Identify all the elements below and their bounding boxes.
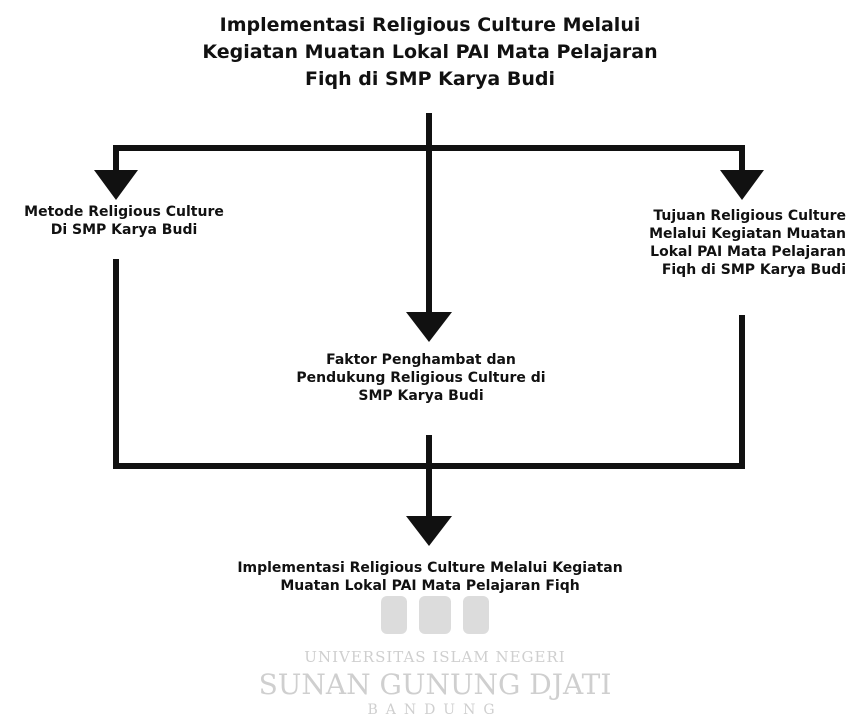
node-tujuan: Tujuan Religious Culture Melalui Kegiata… (600, 208, 846, 280)
node-result-line: Muatan Lokal PAI Mata Pelajaran Fiqh (280, 577, 580, 594)
node-result-line: Implementasi Religious Culture Melalui K… (237, 560, 623, 576)
arrow-left-node-icon (94, 170, 138, 200)
node-result: Implementasi Religious Culture Melalui K… (160, 560, 700, 596)
node-tujuan-line: Melalui Kegiatan Muatan (649, 225, 846, 242)
node-metode: Metode Religious Culture Di SMP Karya Bu… (4, 204, 244, 240)
node-faktor-line: SMP Karya Budi (358, 387, 484, 404)
arrow-middle-node-icon (406, 312, 452, 342)
node-tujuan-line: Fiqh di SMP Karya Budi (661, 261, 846, 278)
node-metode-line: Metode Religious Culture (24, 204, 224, 220)
node-top-title: Implementasi Religious Culture Melalui K… (150, 12, 710, 93)
arrow-bottom-node-icon (406, 516, 452, 546)
node-tujuan-line: Tujuan Religious Culture (653, 208, 846, 224)
arrow-right-node-icon (720, 170, 764, 200)
node-top-line: Implementasi Religious Culture Melalui (219, 14, 641, 36)
node-faktor: Faktor Penghambat dan Pendukung Religiou… (276, 352, 566, 406)
node-faktor-line: Pendukung Religious Culture di (296, 369, 546, 386)
node-top-line: Fiqh di SMP Karya Budi (305, 67, 555, 90)
node-top-line: Kegiatan Muatan Lokal PAI Mata Pelajaran (202, 40, 658, 63)
node-metode-line: Di SMP Karya Budi (50, 221, 198, 238)
node-tujuan-line: Lokal PAI Mata Pelajaran (650, 243, 846, 260)
node-faktor-line: Faktor Penghambat dan (326, 352, 516, 368)
